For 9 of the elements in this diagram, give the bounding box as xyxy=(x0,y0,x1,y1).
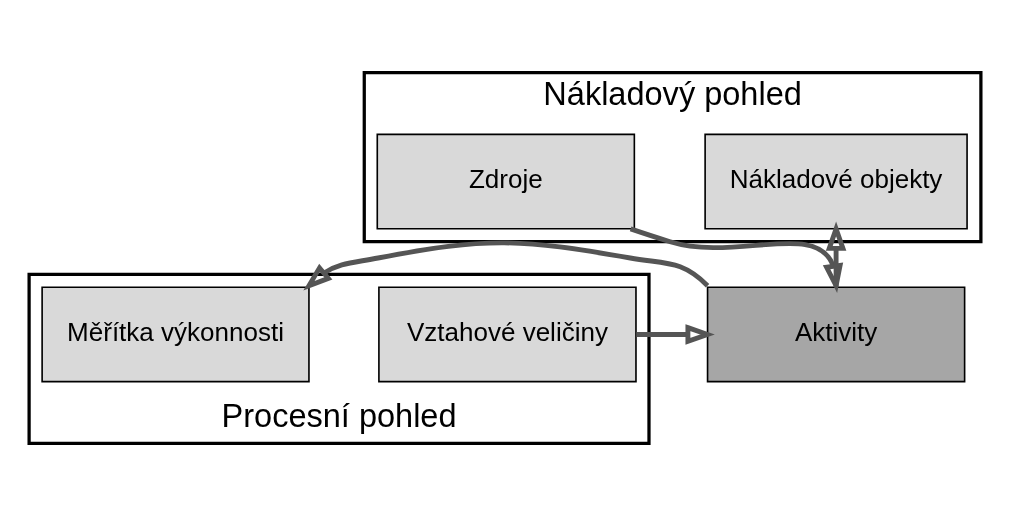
arrow xyxy=(635,324,715,345)
node-box: Zdroje xyxy=(375,133,635,230)
node-box: Nákladové objekty xyxy=(703,133,968,230)
arrow xyxy=(302,240,709,291)
node-box: Měřítka výkonnosti xyxy=(40,286,310,383)
arrow xyxy=(629,226,843,293)
arrow xyxy=(825,221,846,287)
node-box: Vztahové veličiny xyxy=(377,286,637,383)
node-box: Aktivity xyxy=(706,286,965,383)
